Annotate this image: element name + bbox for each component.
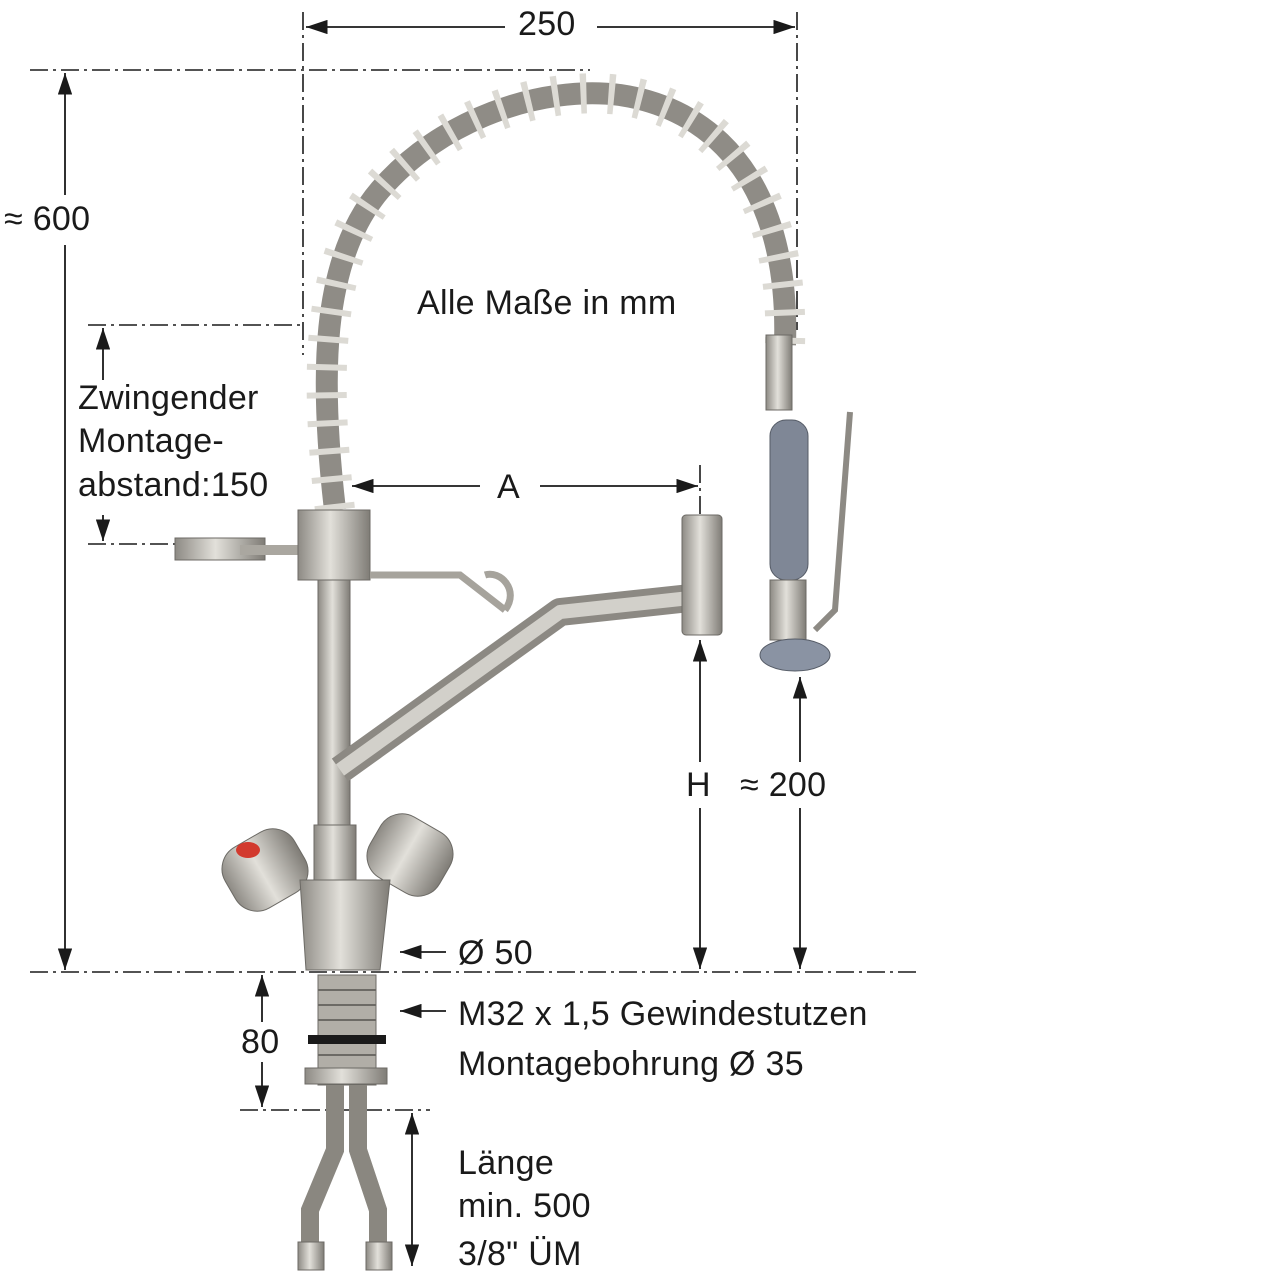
mount-distance-line-2: Montage- — [78, 422, 225, 460]
mounting-hole-label: Montagebohrung Ø 35 — [458, 1045, 804, 1083]
pre-rinse-faucet-illustration — [174, 73, 853, 1271]
dimension-width-label: 250 — [518, 5, 576, 43]
dimension-height-label: ≈ 600 — [4, 200, 91, 238]
dimension-arrows — [57, 19, 808, 1266]
hose-line-1: Länge — [458, 1144, 555, 1182]
thread-length-label: 80 — [241, 1023, 280, 1061]
spring-coils — [306, 73, 806, 513]
units-note: Alle Maße in mm — [417, 284, 677, 322]
thread-label: M32 x 1,5 Gewindestutzen — [458, 995, 868, 1033]
hose-line-2: min. 500 — [458, 1187, 591, 1225]
hose-line-3: 3/8" ÜM — [458, 1235, 582, 1273]
mount-distance-line-1: Zwingender — [78, 379, 259, 417]
spray-height-label: ≈ 200 — [740, 766, 827, 804]
base-diameter-label: Ø 50 — [458, 934, 533, 972]
spout-height-label: H — [686, 766, 711, 804]
reach-label: A — [497, 468, 520, 506]
mount-distance-line-3: abstand:150 — [78, 466, 269, 504]
